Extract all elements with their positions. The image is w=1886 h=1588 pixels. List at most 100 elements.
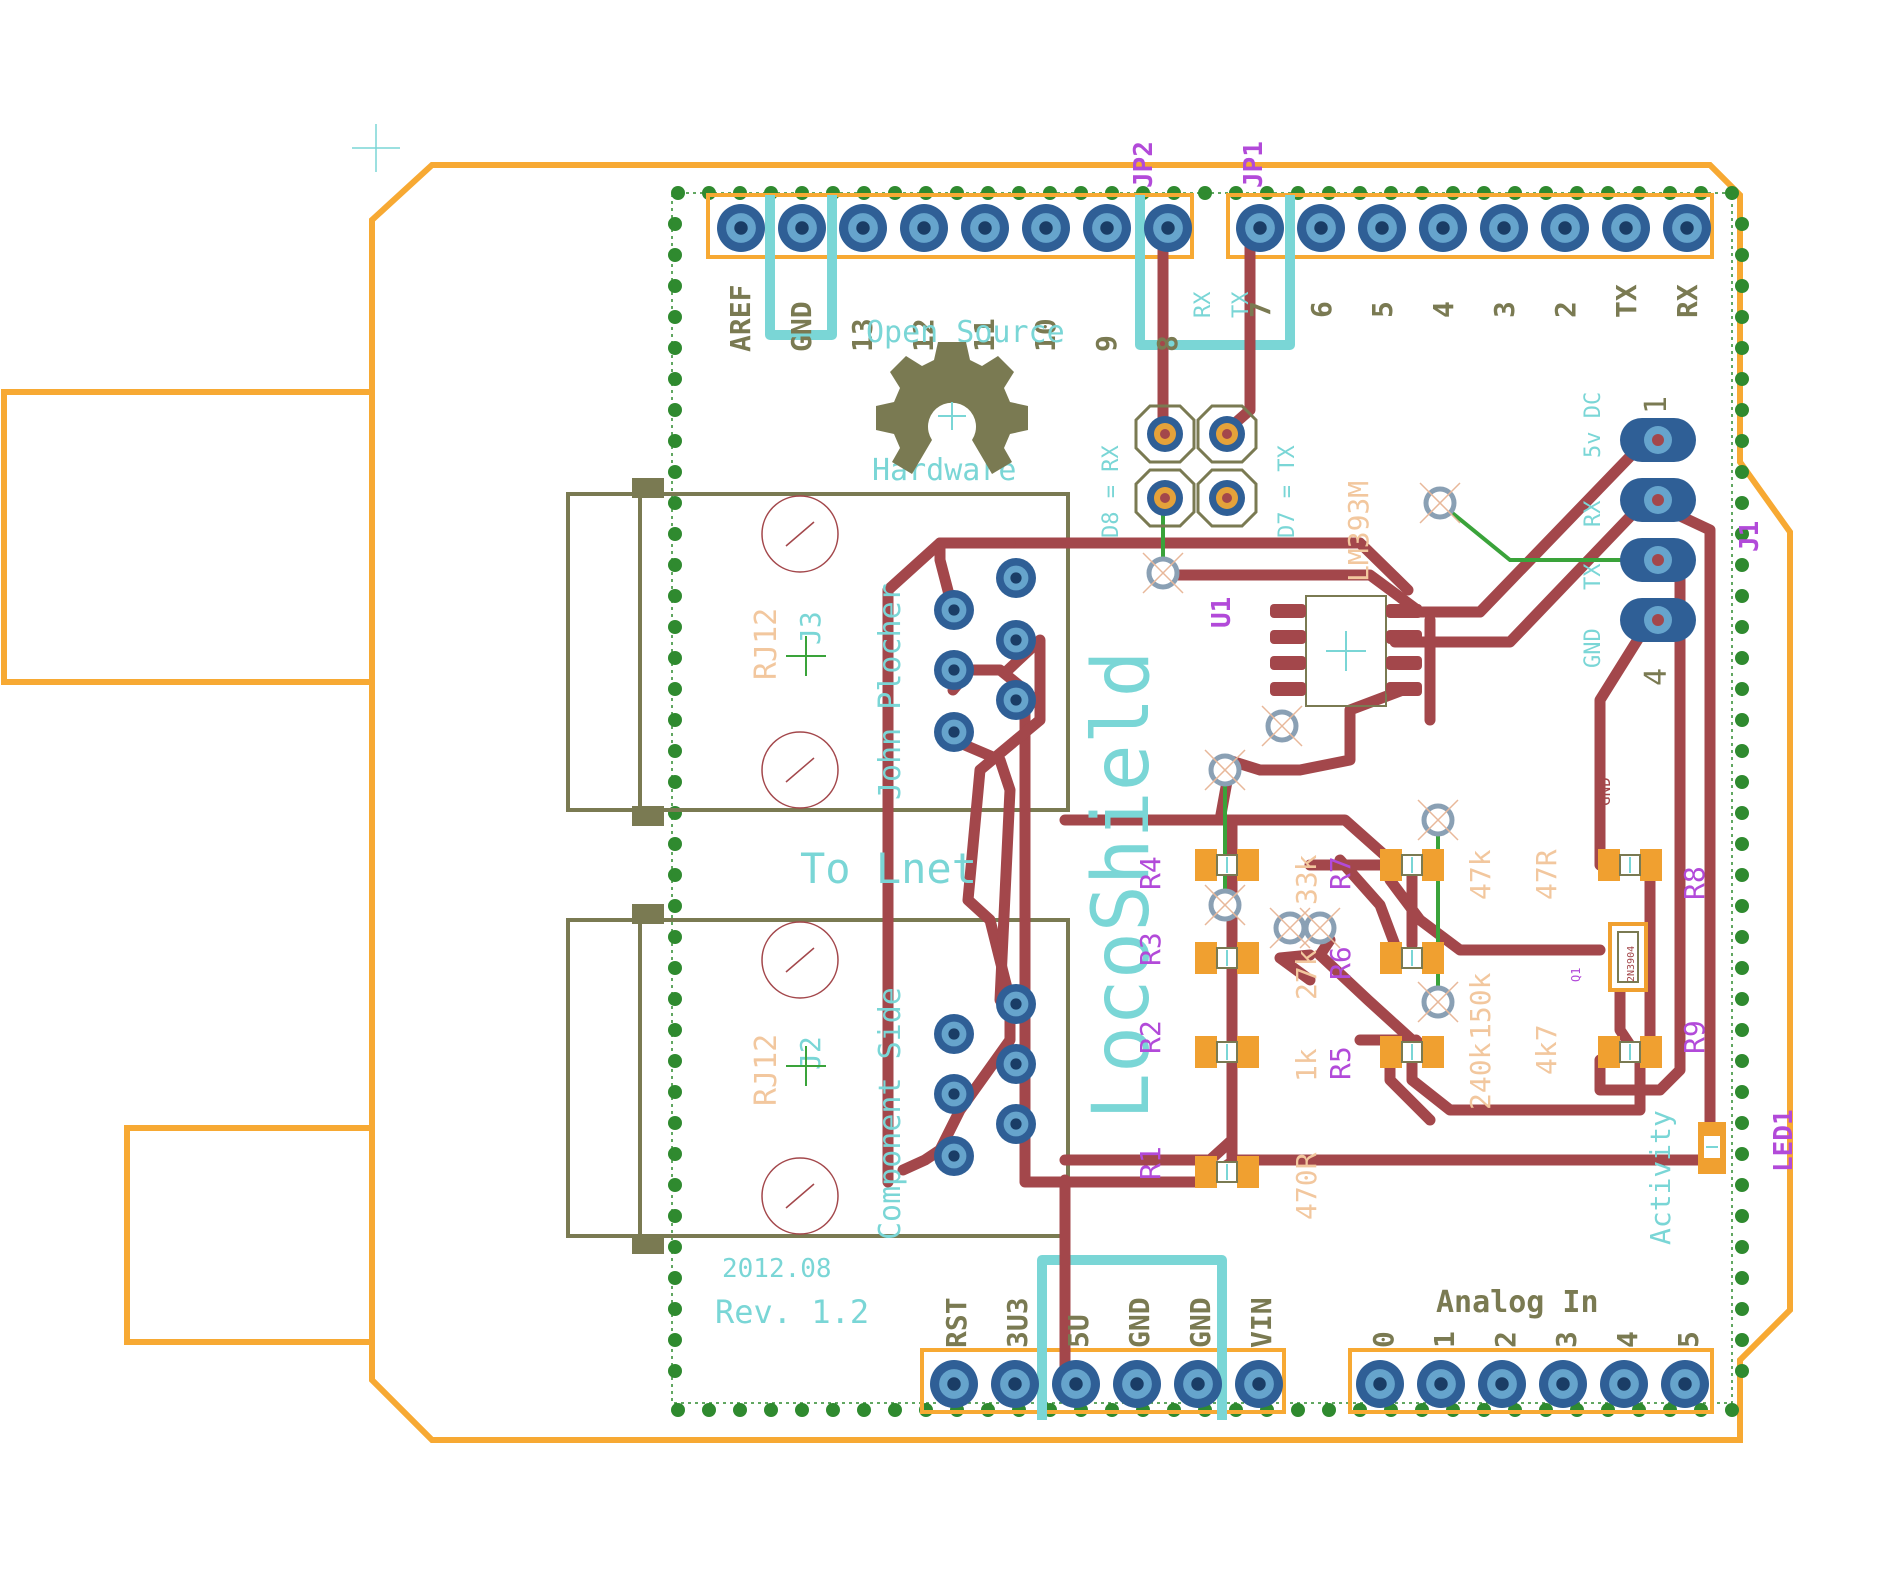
ground-dot: [1735, 558, 1749, 572]
pin-top-left-label: 9: [1090, 335, 1123, 352]
jack-j3-body: [566, 492, 1070, 812]
smd-resistor: [1195, 849, 1259, 881]
ground-dot: [668, 465, 682, 479]
pin-top-left-label: 11: [968, 318, 1001, 352]
q1-ref: Q1: [1569, 968, 1583, 982]
header-top-left-outline: [706, 193, 1194, 259]
pin-analog-label: 5: [1672, 1331, 1705, 1348]
ground-dot-border: [668, 186, 1749, 1417]
pin-power-label: RST: [940, 1297, 973, 1348]
r8-value: 47R: [1530, 849, 1563, 900]
j1-pin4-number: 4: [1639, 668, 1674, 686]
d8-rx-text: D8 = RX: [1099, 445, 1124, 538]
pin-power-label: GND: [1184, 1297, 1217, 1348]
pin-top-right-label: 3: [1488, 301, 1521, 318]
ground-dot: [1735, 496, 1749, 510]
power-jack-outline: [124, 1125, 375, 1345]
ground-dot: [1735, 1209, 1749, 1223]
ground-dot: [668, 651, 682, 665]
pin-analog-label: 4: [1611, 1331, 1644, 1348]
ground-dot: [1735, 527, 1749, 541]
ground-dot: [1735, 217, 1749, 231]
smd-resistor: [1195, 1156, 1259, 1188]
pin-top-left-label: GND: [785, 301, 818, 352]
pin-analog-label: 1: [1428, 1331, 1461, 1348]
serial-jumper-block: [1134, 404, 1258, 528]
ground-dot: [668, 961, 682, 975]
ground-dot: [668, 992, 682, 1006]
revision-text: Rev. 1.2: [715, 1293, 869, 1331]
ground-dot: [857, 1403, 871, 1417]
ground-dot: [668, 899, 682, 913]
ground-dot: [1735, 1364, 1749, 1378]
pin-top-left-label: 10: [1029, 318, 1062, 352]
r4-value: 33k: [1290, 854, 1323, 905]
ground-dot: [1735, 651, 1749, 665]
ground-dot: [668, 744, 682, 758]
ground-dot: [671, 186, 685, 200]
ground-dot: [668, 558, 682, 572]
ground-dot: [1735, 1333, 1749, 1347]
smd-resistor: [1598, 849, 1662, 881]
smd-resistor: [1195, 942, 1259, 974]
board-outline: [1, 162, 1793, 1443]
ground-dot: [1735, 620, 1749, 634]
vias: [1142, 482, 1461, 1023]
ground-dot: [668, 1147, 682, 1161]
ground-dot: [733, 1403, 747, 1417]
j2-mount-hole-top: [761, 921, 839, 999]
author-text: John Plocher: [873, 583, 908, 800]
ground-dot: [668, 620, 682, 634]
r7-value: 47k: [1464, 849, 1497, 900]
activity-text: Activity: [1644, 1110, 1677, 1245]
d7-tx-text: D7 = TX: [1275, 445, 1300, 538]
pin-top-right-label: 5: [1366, 301, 1399, 318]
ground-dot: [668, 372, 682, 386]
ground-dot: [668, 1302, 682, 1316]
ground-dot: [668, 341, 682, 355]
r1-ref: R1: [1134, 1146, 1167, 1180]
ground-dot: [668, 837, 682, 851]
pin-top-left-label: 12: [907, 318, 940, 352]
ground-dot: [1735, 868, 1749, 882]
ground-dot: [668, 1364, 682, 1378]
j2-type-label: RJ12: [749, 1034, 784, 1106]
ground-dot: [1735, 1054, 1749, 1068]
r2-value: 1k: [1290, 1048, 1323, 1082]
ground-dot: [668, 1085, 682, 1099]
date-text: 2012.08: [722, 1254, 832, 1284]
ground-dot: [1735, 403, 1749, 417]
r2-ref: R2: [1134, 1020, 1167, 1054]
ground-dot: [668, 248, 682, 262]
ground-dot: [1735, 372, 1749, 386]
ground-dot: [668, 1240, 682, 1254]
smd-resistor: [1380, 1036, 1444, 1068]
ground-dot: [668, 1116, 682, 1130]
j1-label-tx: TX: [1581, 563, 1606, 590]
smd-resistors: [1195, 849, 1662, 1188]
ground-dot: [671, 1403, 685, 1417]
ground-dot: [826, 1403, 840, 1417]
ground-dot: [1735, 434, 1749, 448]
j1-label-gnd: GND: [1581, 628, 1606, 668]
ground-dot: [1322, 1403, 1336, 1417]
ground-dot: [1735, 775, 1749, 789]
j1-label: J1: [1735, 521, 1765, 552]
ground-dot: [1735, 310, 1749, 324]
r5-value: 240k: [1464, 1042, 1497, 1110]
ground-dot: [668, 1054, 682, 1068]
r6-ref: R6: [1324, 946, 1357, 980]
ground-dot: [1735, 961, 1749, 975]
ground-dot: [1735, 1271, 1749, 1285]
u1-chip: LM393M: [1270, 481, 1422, 707]
j2-ref-label: J2: [794, 1036, 827, 1070]
ground-dot: [1291, 1403, 1305, 1417]
ground-dot: [668, 403, 682, 417]
ground-dot: [668, 868, 682, 882]
ground-dot: [1735, 930, 1749, 944]
ground-dot: [1735, 1116, 1749, 1130]
ground-dot: [668, 527, 682, 541]
pin-top-left-label: 8: [1151, 335, 1184, 352]
